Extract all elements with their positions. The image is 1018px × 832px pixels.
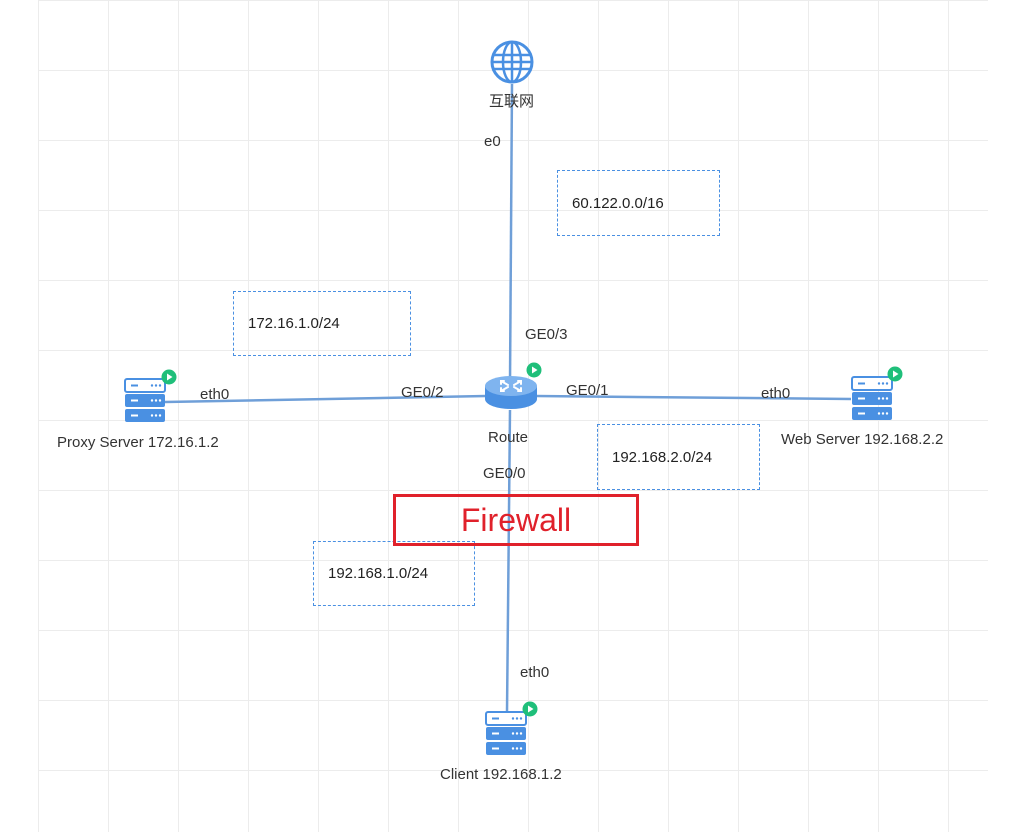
client-eth0-label: eth0 [520, 664, 550, 681]
router-ge02-label: GE0/2 [401, 384, 444, 401]
server-icon [124, 378, 166, 422]
firewall-box[interactable]: Firewall [393, 494, 639, 546]
server-icon [851, 376, 893, 420]
client-status-icon[interactable] [522, 701, 538, 717]
proxy-status-icon[interactable] [161, 369, 177, 385]
router-ge00-label: GE0/0 [483, 465, 526, 482]
web-server-label: Web Server 192.168.2.2 [781, 431, 944, 448]
internet-label: 互联网 [489, 93, 535, 110]
subnet-box-web[interactable]: 192.168.2.0/24 [597, 424, 760, 490]
web-status-icon[interactable] [887, 366, 903, 382]
subnet-label-proxy: 172.16.1.0/24 [248, 315, 340, 332]
server-icon [485, 711, 527, 755]
client-node[interactable] [485, 711, 527, 757]
internet-e0-label: e0 [484, 133, 501, 150]
internet-node[interactable] [488, 38, 536, 86]
link-router-web[interactable] [535, 394, 852, 401]
subnet-label-web: 192.168.2.0/24 [612, 448, 713, 466]
subnet-label-wan: 60.122.0.0/16 [572, 194, 664, 212]
subnet-label-client: 192.168.1.0/24 [328, 565, 429, 582]
link-proxy-router[interactable] [164, 394, 487, 404]
web-server-node[interactable] [851, 376, 893, 422]
router-status-icon[interactable] [526, 362, 542, 378]
proxy-eth0-label: eth0 [200, 386, 230, 403]
router-label: Route [488, 429, 529, 446]
router-ge01-label: GE0/1 [566, 382, 609, 399]
link-internet-router[interactable] [508, 83, 514, 383]
grid-background [38, 0, 988, 832]
globe-icon [490, 40, 534, 84]
proxy-server-node[interactable] [124, 378, 166, 424]
web-eth0-label: eth0 [761, 385, 791, 402]
proxy-server-label: Proxy Server 172.16.1.2 [57, 434, 219, 451]
firewall-label: Firewall [460, 502, 572, 538]
router-icon [485, 376, 537, 409]
router-ge03-label: GE0/3 [525, 326, 568, 343]
subnet-box-wan[interactable]: 60.122.0.0/16 [557, 170, 720, 236]
subnet-box-client[interactable]: 192.168.1.0/24 [313, 541, 475, 606]
router-node[interactable] [482, 372, 540, 414]
link-router-client[interactable] [505, 409, 512, 713]
subnet-box-proxy[interactable]: 172.16.1.0/24 [233, 291, 411, 356]
client-label: Client 192.168.1.2 [440, 766, 562, 783]
